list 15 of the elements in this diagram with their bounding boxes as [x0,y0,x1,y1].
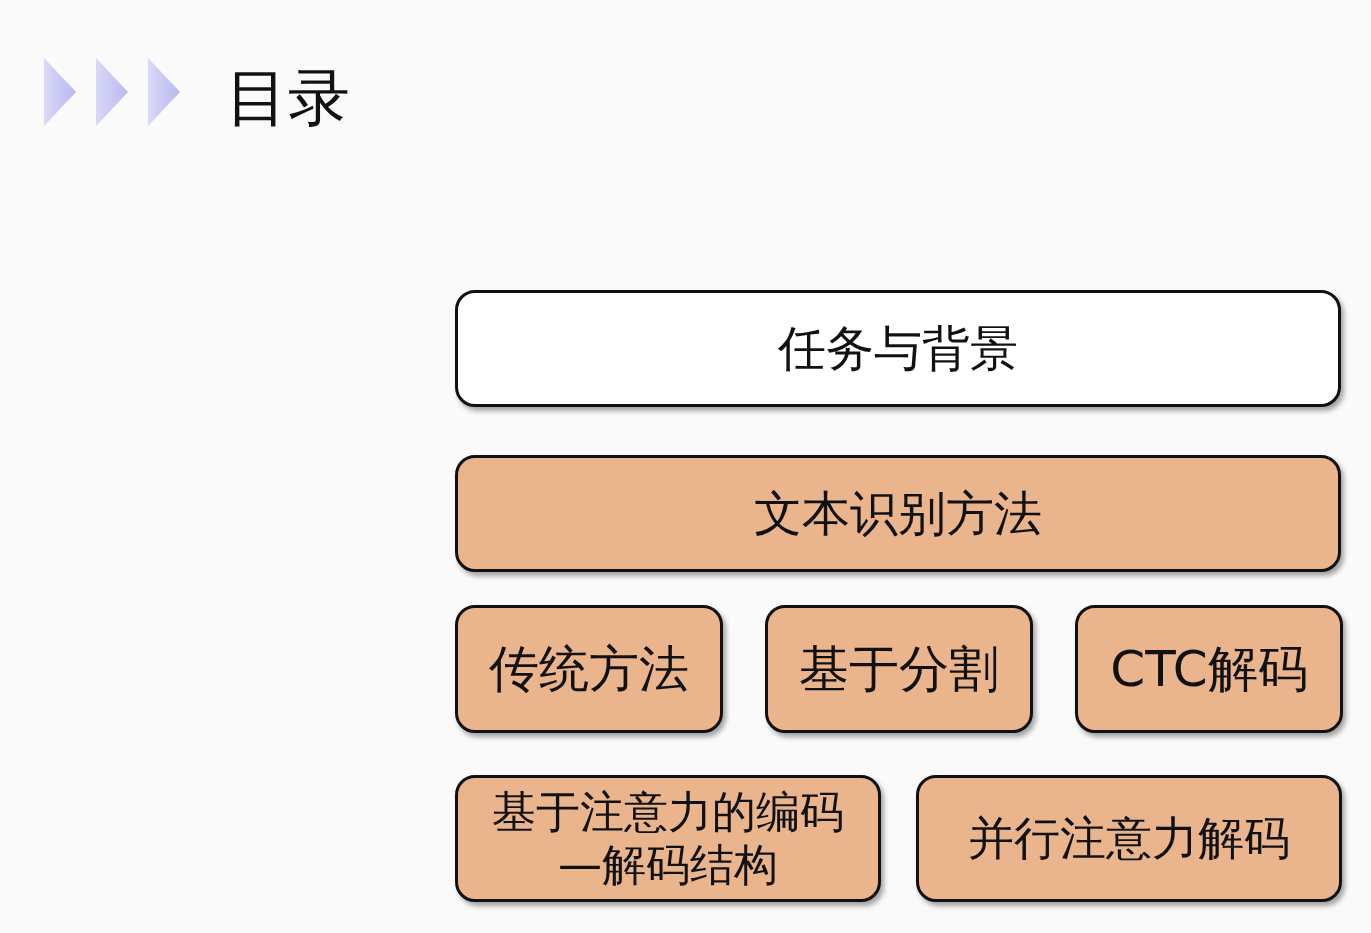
slide-title: 目录 [226,60,350,136]
subsection-box [1075,605,1343,733]
box-label: 基于注意力的编码—解码结构 [491,785,845,892]
subsection-box [455,605,723,733]
subsection-box [916,775,1342,902]
box-label: 任务与背景 [778,319,1018,378]
section-box [455,290,1341,407]
subsection-box [765,605,1033,733]
box-label: 文本识别方法 [754,484,1042,543]
section-box [455,455,1341,572]
box-label: 传统方法 [489,639,689,699]
box-label: CTC解码 [1110,639,1308,699]
subsection-box [455,775,881,902]
box-label: 基于分割 [799,639,999,699]
box-label: 并行注意力解码 [968,810,1290,867]
